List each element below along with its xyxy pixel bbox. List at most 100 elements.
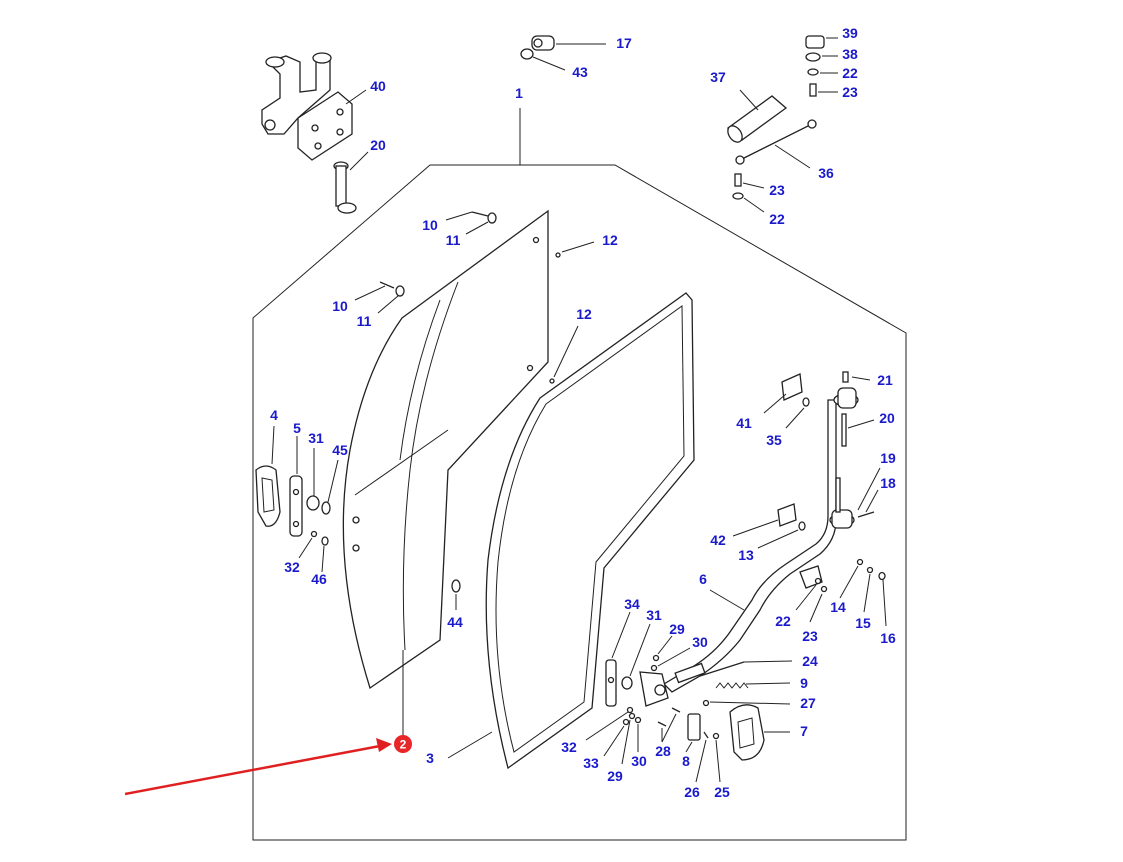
part-label-11: 11 <box>357 313 372 329</box>
callout-badge: 2 <box>394 735 412 753</box>
part-4-outer-handle <box>255 425 281 527</box>
part-label-9: 9 <box>800 675 808 691</box>
part-16-nut <box>878 571 887 627</box>
part-label-36: 36 <box>818 165 834 181</box>
part-2-glass-panel <box>342 209 549 736</box>
part-label-37: 37 <box>710 69 726 85</box>
part-label-32: 32 <box>561 739 577 755</box>
part-label-42: 42 <box>710 532 726 548</box>
part-label-23: 23 <box>769 182 785 198</box>
part-29-screw-lower <box>621 712 636 765</box>
part-label-22: 22 <box>775 613 791 629</box>
part-label-18: 18 <box>880 475 896 491</box>
part-label-39: 39 <box>842 25 858 41</box>
part-39-cap <box>805 35 838 49</box>
part-28-screws <box>657 707 681 743</box>
part-3-door-seal <box>447 292 695 770</box>
part-label-31: 31 <box>646 607 662 623</box>
part-23-stud-bottom <box>734 173 765 189</box>
part-label-31: 31 <box>308 430 324 446</box>
part-label-12: 12 <box>602 232 618 248</box>
part-23-stud-top <box>809 83 838 97</box>
part-11-washer-upper <box>465 212 497 235</box>
part-43-nut <box>520 48 566 71</box>
part-12-screw-lower <box>549 325 579 384</box>
part-20-pin-right <box>841 413 875 447</box>
part-label-41: 41 <box>736 415 752 431</box>
part-label-4: 4 <box>270 407 278 423</box>
assembly-frame <box>252 164 907 841</box>
part-23-nut-lower <box>809 585 828 623</box>
part-18-bolt <box>857 489 879 518</box>
part-label-43: 43 <box>572 64 588 80</box>
part-label-12: 12 <box>576 306 592 322</box>
part-30-screw-upper <box>650 647 691 672</box>
part-36-strut-rod <box>735 119 817 169</box>
part-label-28: 28 <box>655 743 671 759</box>
part-33-screw <box>603 718 630 757</box>
part-label-22: 22 <box>842 65 858 81</box>
part-label-17: 17 <box>616 35 632 51</box>
part-37-strut-cylinder <box>726 89 788 143</box>
part-label-16: 16 <box>880 630 896 646</box>
part-label-44: 44 <box>447 614 463 630</box>
part-42-plate <box>732 503 797 537</box>
part-label-23: 23 <box>802 628 818 644</box>
part-32-screw-left <box>298 530 318 559</box>
part-22-nut-lower <box>795 577 822 611</box>
part-45-washer <box>321 459 339 515</box>
part-label-35: 35 <box>766 432 782 448</box>
part-34-striker-plate <box>605 611 631 707</box>
part-17-knob <box>531 35 606 51</box>
part-31-washer-right <box>621 623 651 690</box>
part-label-33: 33 <box>583 755 599 771</box>
part-label-23: 23 <box>842 84 858 100</box>
part-24-pin <box>699 660 793 677</box>
part-13-washer <box>757 521 806 549</box>
part-21-screw <box>842 371 871 383</box>
part-label-10: 10 <box>332 298 348 314</box>
part-5-plate <box>289 436 303 537</box>
part-label-7: 7 <box>800 723 808 739</box>
callout-arrow <box>124 738 392 796</box>
part-label-26: 26 <box>684 784 700 800</box>
part-32-screw-right <box>585 706 634 741</box>
part-30-screw-lower <box>634 716 642 752</box>
part-label-13: 13 <box>738 547 754 563</box>
part-label-29: 29 <box>607 768 623 784</box>
part-label-19: 19 <box>880 450 896 466</box>
part-label-25: 25 <box>714 784 730 800</box>
part-15-washer <box>863 566 874 613</box>
part-26-screw <box>695 731 709 783</box>
part-8-latch <box>685 713 701 753</box>
callout-badge-number: 2 <box>400 738 407 752</box>
part-label-24: 24 <box>802 653 818 669</box>
part-10-bolt-lower <box>354 281 395 301</box>
part-11-washer-lower <box>377 285 405 314</box>
part-35-washer <box>785 397 810 429</box>
part-27-screw <box>702 699 791 707</box>
part-7-lock-cover <box>729 704 790 761</box>
part-20-pin <box>333 151 369 214</box>
part-label-8: 8 <box>682 753 690 769</box>
part-latch-bracket <box>639 662 706 707</box>
part-40-hinge <box>261 52 367 161</box>
part-9-spring <box>715 682 791 689</box>
part-label-20: 20 <box>879 410 895 426</box>
part-38-nut <box>805 52 838 62</box>
part-12-screw-upper <box>555 241 595 258</box>
part-label-30: 30 <box>692 634 708 650</box>
part-22-washer-top <box>807 68 838 76</box>
part-44-grommet <box>451 579 461 610</box>
part-label-3: 3 <box>426 750 434 766</box>
part-46-washer <box>321 536 329 573</box>
part-31-washer-left <box>306 448 320 511</box>
part-label-27: 27 <box>800 695 816 711</box>
part-label-40: 40 <box>370 78 386 94</box>
part-label-38: 38 <box>842 46 858 62</box>
part-label-1: 1 <box>515 85 523 101</box>
part-label-46: 46 <box>311 571 327 587</box>
part-14-nut <box>839 558 864 599</box>
